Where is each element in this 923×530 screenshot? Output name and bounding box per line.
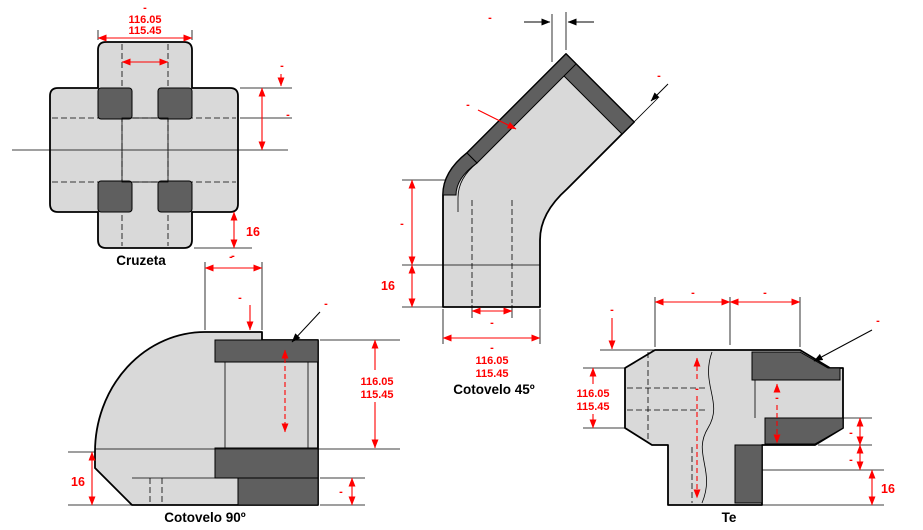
cruzeta-dim-bore-dash: - bbox=[143, 2, 147, 14]
te-dim-top-left-dash: - bbox=[691, 287, 695, 299]
te-dim-top-right-dash: - bbox=[763, 287, 767, 299]
cotovelo45-bore-hidden-lines bbox=[471, 200, 513, 303]
te-dim-right-lower-dash: - bbox=[849, 454, 853, 466]
cotovelo45-dim-branch-dash: - bbox=[466, 99, 470, 111]
cotovelo90-bore-hidden-lines bbox=[149, 478, 163, 505]
cotovelo90-dim-bottom-dash: - bbox=[339, 486, 343, 498]
te-figure: - - - - 116.05 115.45 - - - - 16 Te bbox=[576, 287, 895, 525]
cotovelo45-dim-side-dash: - bbox=[400, 218, 404, 230]
cotovelo45-dim-top-dash: - bbox=[488, 12, 492, 24]
cotovelo45-dim-width-min: 115.45 bbox=[475, 368, 508, 380]
cotovelo90-socket-section-top bbox=[214, 339, 319, 363]
cotovelo45-figure: - - - - 16 - - 116.05 115.45 Cotovelo 45… bbox=[381, 12, 669, 397]
cotovelo45-dim-end-dash: - bbox=[657, 70, 661, 82]
te-break-line bbox=[701, 351, 715, 504]
cruzeta-dim-socket-depth-value: 16 bbox=[246, 225, 260, 239]
cotovelo90-dim-socket-depth-value: 16 bbox=[71, 475, 85, 489]
cruzeta-dim-right-top-dash: - bbox=[280, 60, 284, 72]
te-body bbox=[624, 349, 844, 506]
te-dim-socket-depth-value: 16 bbox=[881, 482, 895, 496]
cruzeta-socket-section-top-left bbox=[97, 87, 133, 120]
cruzeta-socket-section-bottom-left bbox=[97, 180, 133, 213]
te-caption: Te bbox=[722, 510, 737, 525]
cotovelo90-bore-wall-lines bbox=[132, 362, 309, 479]
te-bore-hidden-lines bbox=[627, 352, 708, 503]
te-socket-section-right bbox=[764, 417, 844, 445]
cotovelo45-dim-width-dash: - bbox=[490, 342, 494, 354]
cotovelo90-dim-top-dash: - bbox=[231, 250, 235, 262]
te-dim-right-upper-dash: - bbox=[849, 427, 853, 439]
cruzeta-figure: - 116.05 115.45 - - 16 - Cruzeta bbox=[12, 2, 292, 268]
cotovelo45-dim-socket-depth-value: 16 bbox=[381, 279, 395, 293]
cotovelo45-caption: Cotovelo 45º bbox=[453, 382, 535, 397]
te-branch-wall-section bbox=[734, 444, 763, 504]
cruzeta-socket-section-top-right bbox=[157, 87, 193, 120]
te-socket-section-top-right bbox=[751, 351, 841, 381]
te-dim-left-dash: - bbox=[610, 304, 614, 316]
cotovelo45-bend-section bbox=[442, 152, 478, 196]
cotovelo45-bore-wall-line bbox=[457, 162, 478, 212]
cruzeta-socket-section-bottom-right bbox=[157, 180, 193, 213]
cruzeta-dim-bottom-dash: - bbox=[229, 251, 233, 263]
te-dim-bore-dash: - bbox=[775, 392, 779, 404]
cotovelo90-dim-height-min: 115.45 bbox=[360, 389, 393, 401]
cotovelo90-leader-line bbox=[291, 311, 321, 343]
cotovelo90-caption: Cotovelo 90º bbox=[164, 510, 246, 525]
te-dim-height-max: 116.05 bbox=[576, 388, 609, 400]
cotovelo90-dim-counterbore-dash: - bbox=[238, 292, 242, 304]
te-dim-center-dash: - bbox=[695, 383, 699, 395]
cotovelo90-dim-leader-dash: - bbox=[324, 298, 328, 310]
cruzeta-dim-right-mid-dash: - bbox=[286, 109, 290, 121]
cruzeta-dim-width-min: 115.45 bbox=[128, 25, 161, 37]
cotovelo45-dim-width-max: 116.05 bbox=[475, 355, 508, 367]
te-dim-leader-dash: - bbox=[876, 315, 880, 327]
cotovelo45-dim-counterbore-arrow bbox=[650, 83, 669, 102]
cotovelo90-socket-section-base bbox=[237, 477, 319, 506]
cruzeta-body bbox=[49, 41, 239, 249]
cotovelo45-dim-bore-dash: - bbox=[490, 317, 494, 329]
te-dim-height-min: 115.45 bbox=[576, 401, 609, 413]
cruzeta-dim-width-max: 116.05 bbox=[128, 14, 161, 26]
te-leader-line bbox=[813, 329, 873, 362]
cotovelo90-figure: - - - 116.05 115.45 16 - Cotovelo 90º bbox=[68, 250, 400, 525]
cotovelo90-extension-lines bbox=[68, 262, 400, 506]
cotovelo90-socket-section-bottom bbox=[214, 447, 319, 479]
cotovelo90-dim-height-max: 116.05 bbox=[360, 376, 393, 388]
cotovelo45-dim-branch-arrow bbox=[477, 109, 517, 130]
cruzeta-caption: Cruzeta bbox=[116, 253, 166, 268]
